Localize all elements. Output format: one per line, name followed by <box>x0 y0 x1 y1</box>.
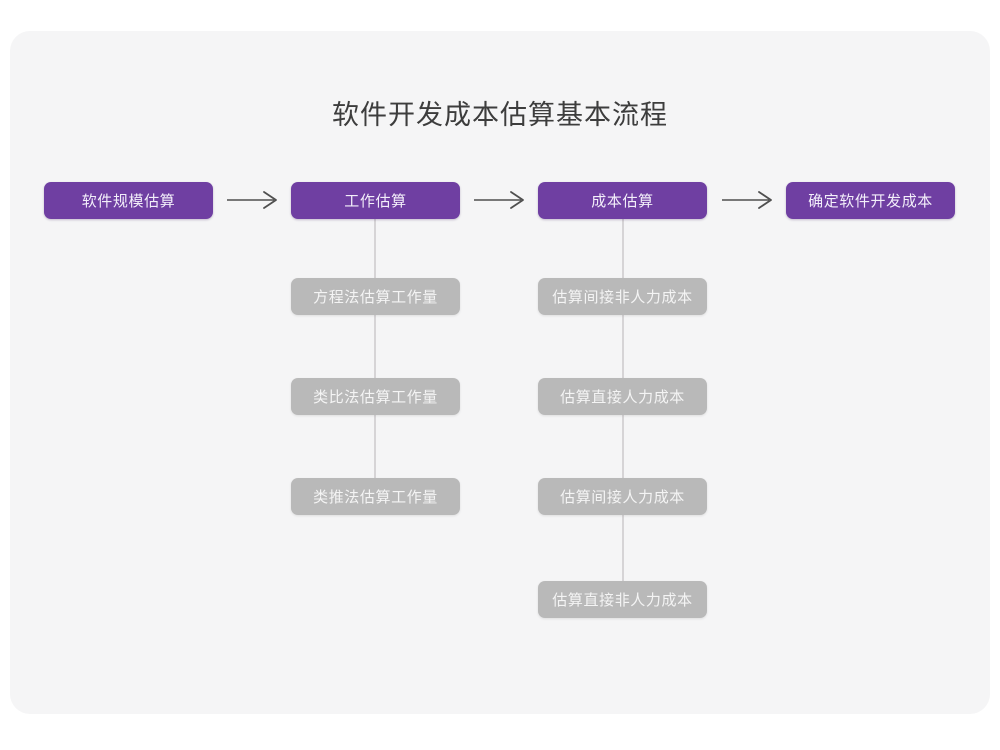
substep-node-equation-method-effort[interactable]: 方程法估算工作量 <box>291 278 460 315</box>
substep-node-inference-method-effort[interactable]: 类推法估算工作量 <box>291 478 460 515</box>
stage-node-cost-estimation[interactable]: 成本估算 <box>538 182 707 219</box>
stage-node-effort-estimation[interactable]: 工作估算 <box>291 182 460 219</box>
diagram-card <box>10 31 990 714</box>
stage-node-software-size-estimation[interactable]: 软件规模估算 <box>44 182 213 219</box>
arrow-right-icon-2 <box>471 186 529 214</box>
substep-node-direct-nonlabor-cost[interactable]: 估算直接非人力成本 <box>538 581 707 618</box>
diagram-title: 软件开发成本估算基本流程 <box>332 100 668 131</box>
substep-node-direct-labor-cost[interactable]: 估算直接人力成本 <box>538 378 707 415</box>
connector-line-stage-2 <box>374 219 376 499</box>
arrow-right-icon-3 <box>719 186 777 214</box>
substep-node-indirect-nonlabor-cost[interactable]: 估算间接非人力成本 <box>538 278 707 315</box>
stage-node-final-development-cost[interactable]: 确定软件开发成本 <box>786 182 955 219</box>
substep-node-analogy-method-effort[interactable]: 类比法估算工作量 <box>291 378 460 415</box>
arrow-right-icon-1 <box>224 186 282 214</box>
substep-node-indirect-labor-cost[interactable]: 估算间接人力成本 <box>538 478 707 515</box>
